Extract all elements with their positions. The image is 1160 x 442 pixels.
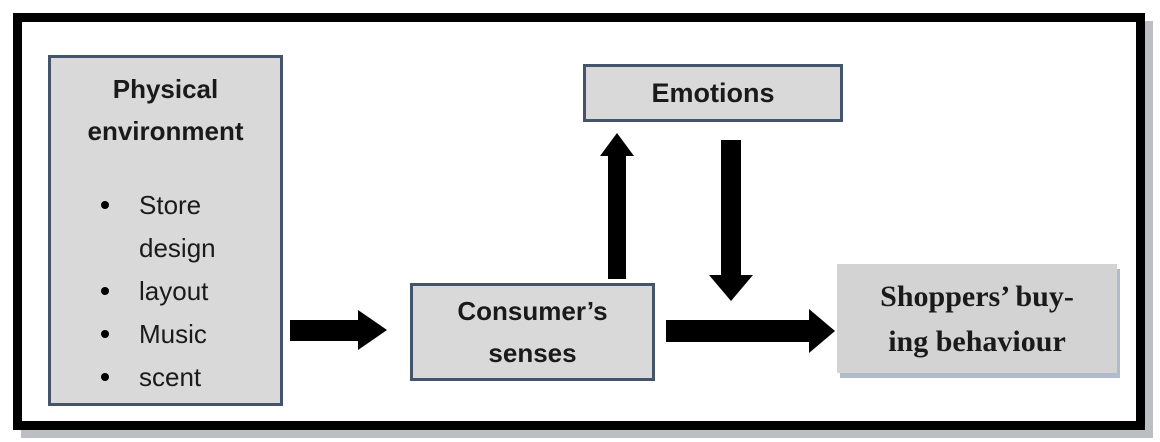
diagram-outer-frame xyxy=(13,13,1145,430)
consumer-senses-line1: Consumer’s xyxy=(457,296,608,326)
bullet-item: Store design xyxy=(51,184,280,270)
shoppers-line2: ing behaviour xyxy=(888,324,1066,358)
physical-environment-title: Physical environment xyxy=(51,68,280,152)
arrow-head-right-icon xyxy=(809,309,835,353)
consumer-senses-line2: senses xyxy=(488,338,577,368)
bullet-dot-icon xyxy=(101,201,109,209)
bullet-text: Store design xyxy=(139,190,216,263)
arrow-head-up-icon xyxy=(600,133,634,156)
node-emotions: Emotions xyxy=(583,64,843,122)
arrow-head-down-icon xyxy=(709,275,753,301)
physical-environment-title-line1: Physical xyxy=(112,74,219,104)
node-consumer-senses: Consumer’s senses xyxy=(410,283,655,381)
bullet-item: scent xyxy=(51,356,280,399)
bullet-dot-icon xyxy=(101,330,109,338)
bullet-text: Music xyxy=(139,319,207,349)
arrow-shaft xyxy=(608,154,626,279)
bullet-text: scent xyxy=(139,362,202,392)
arrow-head-right-icon xyxy=(358,310,387,350)
bullet-text: layout xyxy=(139,276,209,306)
shoppers-line1: Shoppers’ buy- xyxy=(880,279,1074,313)
bullet-dot-icon xyxy=(101,373,109,381)
physical-environment-title-line2: environment xyxy=(87,116,244,146)
node-shoppers-buying-behaviour: Shoppers’ buy- ing behaviour xyxy=(837,264,1117,373)
bullet-item: layout xyxy=(51,270,280,313)
bullet-dot-icon xyxy=(101,287,109,295)
node-physical-environment: Physical environment Store design layout… xyxy=(48,55,283,406)
physical-environment-bullet-list: Store design layout Music scent xyxy=(51,184,280,399)
arrow-shaft xyxy=(290,320,360,341)
emotions-label: Emotions xyxy=(651,77,775,108)
bullet-item: Music xyxy=(51,313,280,356)
arrow-shaft xyxy=(721,140,741,277)
arrow-shaft xyxy=(666,320,811,342)
